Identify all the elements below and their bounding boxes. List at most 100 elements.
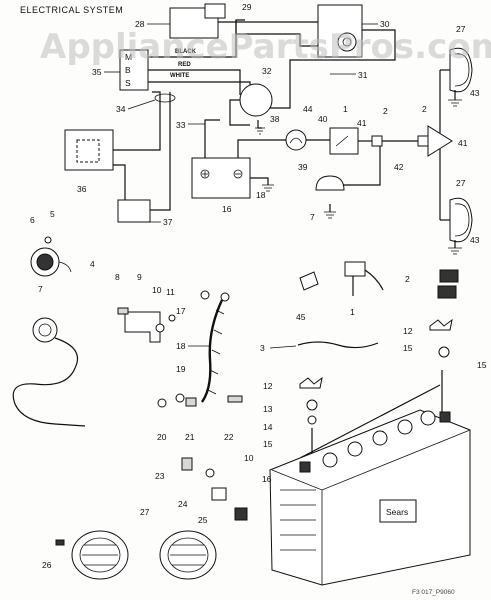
figure-code: F3 017_P9060 [412, 589, 455, 596]
fuse-holder [204, 3, 226, 19]
callout-41a: 41 [357, 118, 367, 128]
callout-13: 13 [263, 404, 273, 414]
callout-15b: 15 [477, 360, 487, 370]
wire-white-label: WHITE [170, 73, 189, 79]
terminal-s-label: S [125, 78, 131, 88]
callout-20: 20 [157, 432, 167, 442]
starter-motor [239, 83, 273, 117]
callout-27c: 27 [140, 507, 150, 517]
callout-32: 32 [262, 66, 272, 76]
callout-27a: 27 [456, 24, 466, 34]
lockwasher-19 [175, 393, 185, 403]
callout-36: 36 [77, 184, 87, 194]
callout-24: 24 [178, 499, 188, 509]
callout-35: 35 [92, 67, 102, 77]
callout-44: 44 [303, 104, 313, 114]
exploded-parts: Sears [12, 236, 471, 586]
callout-12a: 12 [403, 326, 413, 336]
callout-18b: 18 [176, 341, 186, 351]
terminal-clamp-24 [211, 487, 227, 501]
washer-15a [438, 346, 450, 358]
diagram-title: ELECTRICAL SYSTEM [20, 5, 123, 15]
cable-lug-top [220, 292, 230, 302]
callout-33: 33 [176, 120, 186, 130]
wire-red-label: RED [178, 62, 191, 68]
callout-8: 8 [115, 272, 120, 282]
nut-20 [157, 398, 167, 408]
callout-4: 4 [90, 259, 95, 269]
wiring-harness [344, 261, 366, 277]
wire-loom-34 [154, 93, 176, 103]
callout-2b: 2 [422, 104, 427, 114]
headlight-junction [427, 125, 453, 157]
callout-29: 29 [242, 2, 252, 12]
callout-30: 30 [380, 19, 390, 29]
callout-10b: 10 [244, 453, 254, 463]
connector-2b [437, 285, 457, 299]
callout-27b: 27 [456, 178, 466, 188]
wiring-schematic: M B S BLACK RED WHITE [64, 3, 473, 255]
callout-2c: 2 [405, 274, 410, 284]
wing-nut-12b [299, 376, 323, 389]
battery-symbol [191, 157, 251, 199]
callout-1: 1 [343, 104, 348, 114]
callout-39: 39 [298, 162, 308, 172]
terminal-b-label: B [125, 65, 131, 75]
callout-10a: 10 [152, 285, 162, 295]
voltage-regulator [119, 49, 149, 91]
callout-22: 22 [224, 432, 234, 442]
callout-7b: 7 [38, 284, 43, 294]
callout-40: 40 [318, 114, 328, 124]
terminal-m-label: M [125, 52, 132, 62]
callout-38: 38 [270, 114, 280, 124]
callout-34: 34 [116, 104, 126, 114]
callout-17: 17 [176, 306, 186, 316]
callout-31: 31 [358, 70, 368, 80]
callout-14: 14 [263, 422, 273, 432]
callout-21: 21 [185, 432, 195, 442]
callout-1b: 1 [350, 307, 355, 317]
callout-23: 23 [155, 471, 165, 481]
callout-2a: 2 [383, 106, 388, 116]
nut-17 [200, 290, 210, 300]
bolt-8 [117, 307, 129, 315]
relay-housing [64, 129, 114, 171]
callout-3: 3 [260, 343, 265, 353]
ground-cable [201, 299, 224, 403]
callout-6: 6 [30, 215, 35, 225]
ammeter [285, 129, 307, 151]
callout-42: 42 [394, 162, 404, 172]
star-washer-21 [185, 397, 197, 407]
callout-16a: 16 [222, 204, 232, 214]
callout-25: 25 [198, 515, 208, 525]
bolt-22 [227, 395, 243, 403]
callout-18a: 18 [256, 190, 266, 200]
callout-45: 45 [296, 312, 306, 322]
callout-15a: 15 [403, 343, 413, 353]
callout-19: 19 [176, 364, 186, 374]
nut-10 [155, 323, 165, 333]
callout-7a: 7 [310, 212, 315, 222]
wing-nut-12a [429, 318, 453, 331]
connector-2a [439, 269, 459, 283]
battery-brand: Sears [386, 507, 408, 517]
washer-13 [306, 399, 318, 411]
callout-11: 11 [166, 287, 175, 297]
tail-lamp [315, 175, 345, 191]
callout-16b: 16 [262, 474, 272, 484]
wire-black-label: BLACK [175, 49, 197, 55]
nut-10b [205, 468, 215, 478]
callout-5: 5 [50, 209, 55, 219]
gauge-nut [44, 236, 52, 244]
callout-43a: 43 [470, 88, 480, 98]
callout-37: 37 [163, 217, 173, 227]
callout-12b: 12 [263, 381, 273, 391]
battery [269, 409, 471, 586]
washer-11 [168, 314, 176, 322]
terminal-cover-25 [234, 507, 248, 521]
generator-pulley [337, 32, 357, 52]
bulb-26 [55, 539, 65, 546]
regulator-bracket [124, 311, 161, 343]
